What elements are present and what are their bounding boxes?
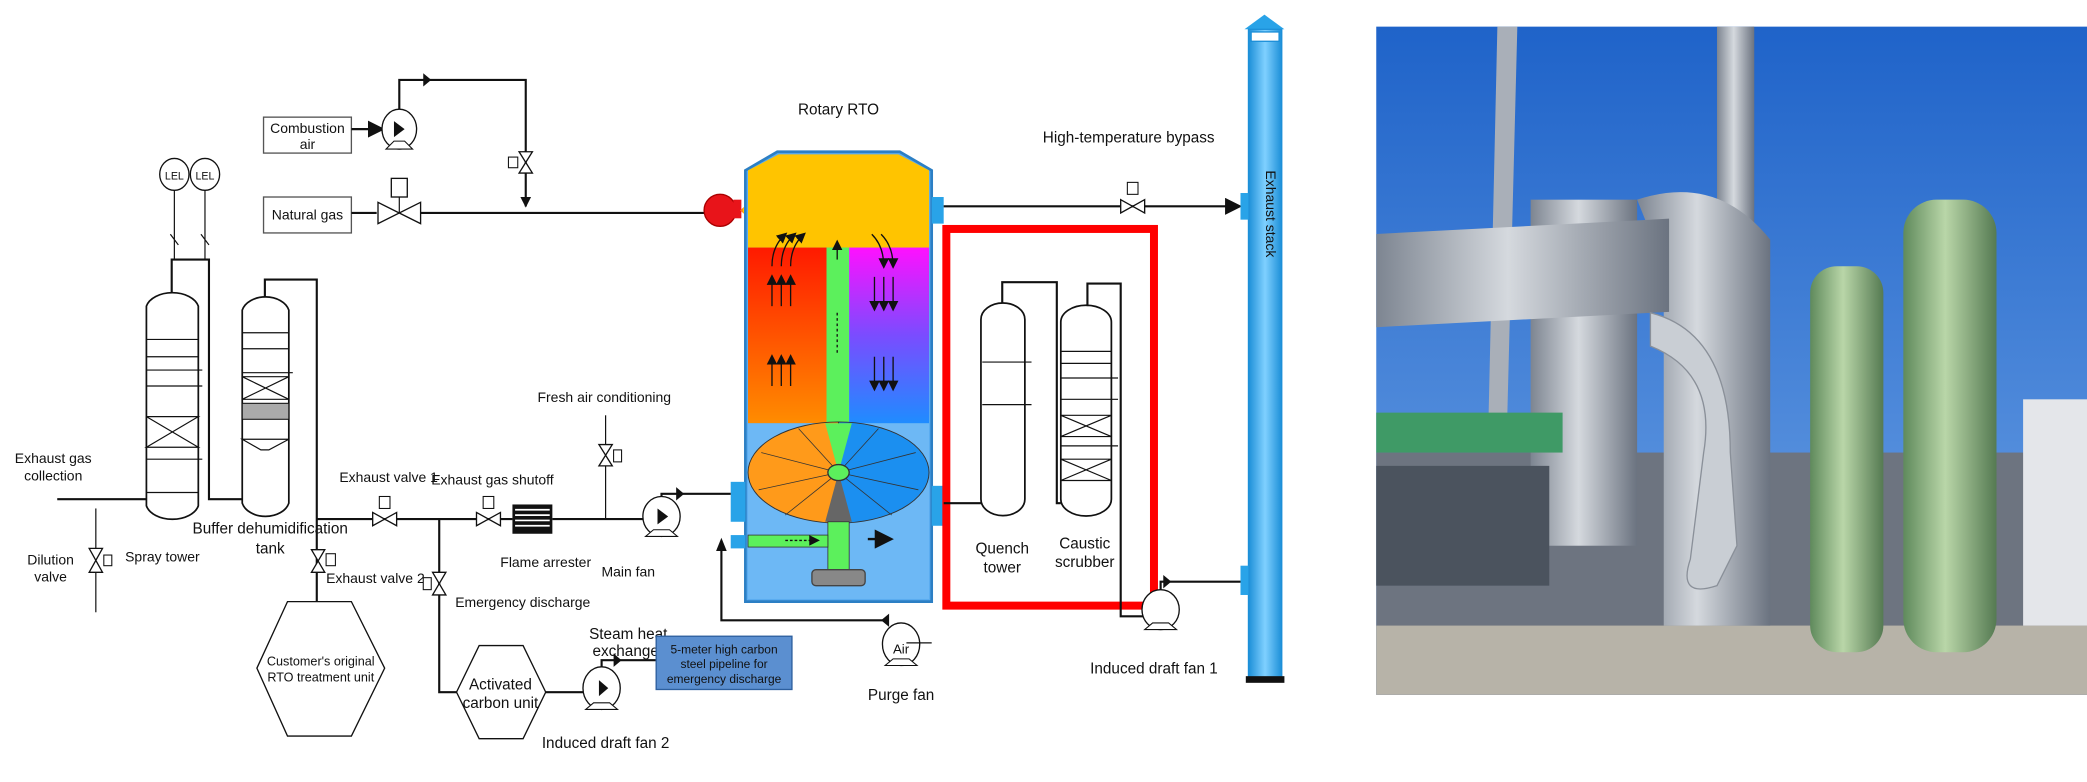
caustic-scrubber-1-label: Caustic: [1059, 535, 1110, 552]
caustic-scrubber: Caustic scrubber: [1055, 304, 1119, 571]
fresh-air-conditioning-label: Fresh air conditioning: [537, 389, 671, 405]
purge-fan-label: Purge fan: [868, 687, 934, 704]
combustion-air-1-label: Combustion: [270, 120, 345, 136]
exhaust-gas-collection: Exhaust gas collection: [15, 450, 147, 501]
exhaust-valve-1-label: Exhaust valve 1: [339, 469, 438, 485]
exhaust-gas-shutoff-valve: Exhaust gas shutoff: [431, 472, 554, 527]
dilution-valve-1-label: Dilution: [27, 551, 74, 567]
exhaust-valve-2-icon: Exhaust valve 2: [310, 549, 425, 586]
combustion-air-2-label: air: [300, 136, 316, 152]
spray-tower-label: Spray tower: [125, 549, 200, 565]
dilution-valve-2-label: valve: [34, 569, 67, 585]
plant-photo: [1376, 26, 2087, 695]
customer-rto-2-label: RTO treatment unit: [267, 670, 374, 684]
customer-rto-treatment-unit: Customer's original RTO treatment unit: [256, 600, 386, 737]
pipeline-3-label: emergency discharge: [667, 672, 782, 686]
flame-arrester-label: Flame arrester: [500, 554, 591, 570]
exhaust-gas-collection-1-label: Exhaust gas: [15, 450, 92, 466]
induced-draft-fan-2: Induced draft fan 2: [542, 653, 670, 752]
combustion-air-valve-icon: [507, 151, 534, 174]
activated-carbon-2-label: carbon unit: [463, 695, 539, 712]
rotary-rto: [730, 150, 944, 603]
quench-tower-2-label: tower: [984, 559, 1021, 576]
steam-hx-1-label: Steam heat: [589, 626, 668, 643]
combustion-air-box: Combustion air: [262, 116, 353, 154]
lel-label: LEL: [165, 171, 184, 183]
activated-carbon-unit: Activated carbon unit: [455, 644, 547, 740]
induced-draft-fan-2-label: Induced draft fan 2: [542, 735, 670, 752]
exhaust-gas-shutoff-label: Exhaust gas shutoff: [431, 472, 554, 488]
air-label: Air: [893, 642, 910, 657]
purge-fan: Air Purge fan: [716, 537, 934, 704]
high-temperature-bypass-label: High-temperature bypass: [1043, 129, 1215, 146]
activated-carbon-1-label: Activated: [469, 676, 532, 693]
quench-tower: Quench tower: [943, 302, 1032, 576]
natural-gas-valve-icon: [351, 177, 706, 225]
dilution-valve: Dilution valve: [27, 508, 113, 613]
highlight-box: [942, 224, 1158, 610]
main-fan: Main fan: [601, 487, 731, 579]
induced-draft-fan-1: Induced draft fan 1: [1090, 575, 1241, 678]
exhaust-valve-1: Exhaust valve 1: [339, 469, 438, 527]
exhaust-gas-collection-2-label: collection: [24, 468, 82, 484]
natural-gas-box: Natural gas: [262, 196, 353, 234]
pipeline-2-label: steel pipeline for: [680, 657, 767, 671]
spray-tower: Spray tower: [125, 291, 203, 565]
buffer-tank-2-label: tank: [256, 541, 285, 558]
buffer-dehumidification-tank: Buffer dehumidification tank: [193, 296, 348, 558]
bypass-valve-icon: [1120, 181, 1146, 215]
flame-arrester: Flame arrester: [500, 504, 591, 570]
rotary-valve-disk: [747, 421, 930, 524]
induced-draft-fan-1-label: Induced draft fan 1: [1090, 661, 1218, 678]
emergency-discharge-label: Emergency discharge: [455, 594, 590, 610]
exhaust-stack-label: Exhaust stack: [1263, 170, 1279, 257]
fresh-air-conditioning-valve: Fresh air conditioning: [537, 389, 671, 520]
natural-gas-label: Natural gas: [272, 207, 343, 223]
quench-tower-1-label: Quench: [975, 541, 1029, 558]
buffer-tank-1-label: Buffer dehumidification: [193, 521, 348, 538]
combustion-air-fan: [351, 73, 532, 208]
exhaust-stack: Exhaust stack: [1240, 14, 1285, 683]
rotary-rto-label: Rotary RTO: [798, 101, 879, 118]
lel-label: LEL: [196, 171, 215, 183]
customer-rto-1-label: Customer's original: [267, 655, 375, 669]
emergency-pipeline-box: 5-meter high carbon steel pipeline for e…: [655, 635, 793, 691]
steam-heat-exchanger-label: Steam heat exchanger: [589, 626, 668, 660]
steam-hx-2-label: exchanger: [593, 643, 664, 660]
exhaust-valve-2-label: Exhaust valve 2: [326, 570, 425, 586]
caustic-scrubber-2-label: scrubber: [1055, 554, 1115, 571]
lel-sensors: LEL LEL: [159, 157, 221, 260]
main-fan-label: Main fan: [601, 563, 655, 579]
emergency-discharge-valve: Emergency discharge: [422, 571, 591, 610]
pipeline-1-label: 5-meter high carbon: [670, 643, 777, 657]
